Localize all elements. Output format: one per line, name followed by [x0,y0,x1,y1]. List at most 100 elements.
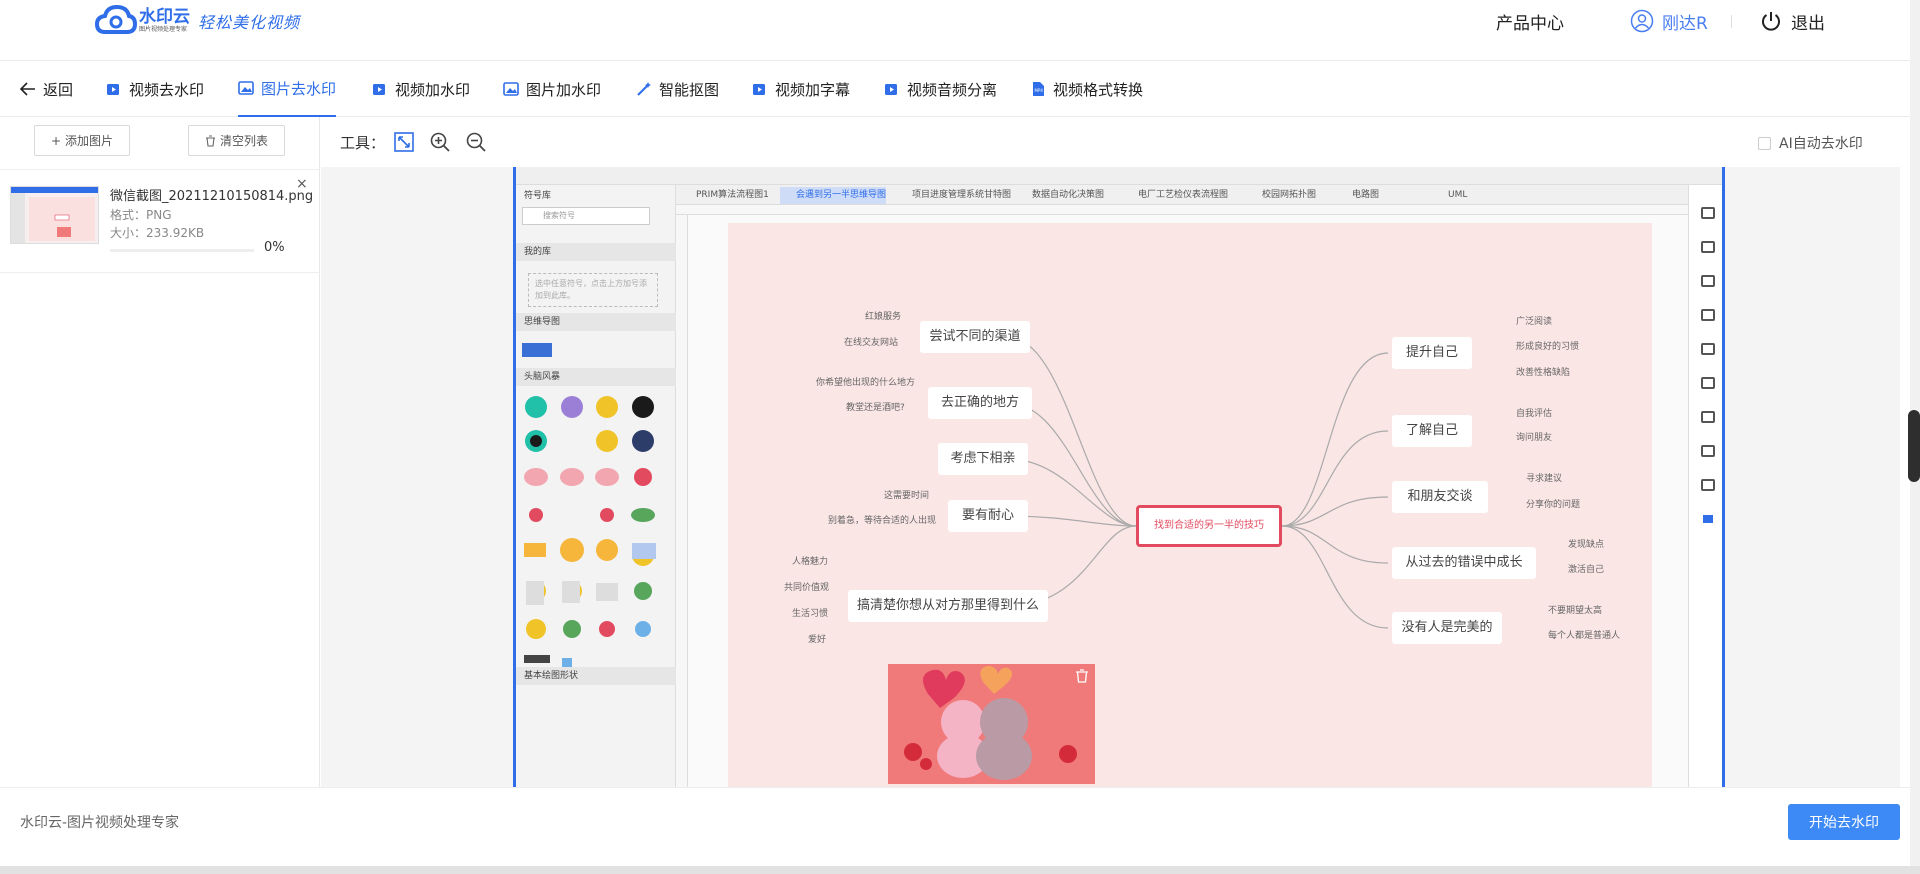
zoom-out-icon[interactable] [465,131,487,153]
mindmap-leaf: 别着急，等待合适的人出现 [828,516,937,526]
brand-name: 水印云 [139,7,190,27]
start-remove-watermark-button[interactable]: 开始去水印 [1788,804,1900,840]
mindmap-leaf: 询问朋友 [1516,433,1553,443]
mindmap-leaf: 寻求建议 [1526,474,1563,484]
arrow-left-icon [20,82,35,96]
tab-image-add-watermark[interactable]: 图片加水印 [503,61,601,117]
tab-video-remove-watermark[interactable]: 视频去水印 [106,61,204,117]
user-menu[interactable]: 刚达R [1630,0,1708,42]
tab-video-audio-split[interactable]: 视频音频分离 [884,61,997,117]
ai-auto-remove-toggle[interactable]: AI自动去水印 [1758,133,1863,153]
video-icon [107,84,119,95]
brand-logo[interactable]: 水印云 图片视频处理专家 轻松美化视频 [95,4,300,38]
nav-label: 视频加字幕 [775,80,851,99]
mindmap-leaf: 红娘服务 [865,312,902,322]
preview-tool-icon [1701,343,1715,355]
preview-symbol-panel: 符号库 搜索符号 我的库 选中任意符号，点击上方加号添加到此库。 思维导图 头脑… [516,185,676,787]
preview-brainstorm-icons [522,393,672,676]
video-icon [885,84,897,95]
back-button[interactable]: 返回 [20,61,73,117]
mindmap-leaf: 生活习惯 [792,609,829,619]
preview-doc-tab: 电厂工艺检仪表流程图 [1138,190,1229,200]
tab-video-add-watermark[interactable]: 视频加水印 [372,61,470,117]
mindmap-leaf: 激活自己 [1568,565,1605,575]
close-icon[interactable]: × [296,176,308,192]
nav-label: 图片去水印 [261,79,337,98]
username: 刚达R [1662,13,1708,34]
tab-image-remove-watermark[interactable]: 图片去水印 [238,61,337,117]
power-icon [1762,12,1780,31]
zoom-in-icon[interactable] [429,131,451,153]
file-size: 大小：233.92KB [110,226,205,240]
trash-icon [205,134,215,147]
mindmap-node: 没有人是完美的 [1392,612,1502,644]
magic-wand-icon [637,82,651,96]
mindmap-node: 了解自己 [1392,415,1472,447]
image-icon [238,81,254,95]
clear-list-button[interactable]: 清空列表 [188,125,285,156]
svg-text:MP4: MP4 [1035,88,1044,93]
mindmap-node: 去正确的地方 [928,387,1032,419]
footer: 水印云-图片视频处理专家 开始去水印 [0,787,1920,874]
divider [1731,15,1732,28]
logout-button[interactable]: 退出 [1760,0,1825,42]
preview-tool-icon [1701,241,1715,253]
brand-slogan: 轻松美化视频 [198,13,301,32]
product-center-link[interactable]: 产品中心 [1496,13,1564,34]
mindmap-node: 提升自己 [1392,337,1472,369]
file-progress-text: 0% [264,240,285,255]
mindmap-node: 要有耐心 [948,500,1028,532]
mindmap-leaf: 在线交友网站 [844,338,899,348]
preview-doc-tab: UML [1448,190,1468,200]
preview-vertical-ruler [676,215,688,787]
preview-search: 搜索符号 [522,207,650,225]
tools-label: 工具： [340,133,386,152]
mindmap-leaf: 每个人都是普通人 [1548,631,1621,641]
mindmap-node: 从过去的错误中成长 [1392,547,1536,579]
preview-section: 头脑风暴 [516,368,676,386]
footer-text: 水印云-图片视频处理专家 [20,815,180,831]
tab-smart-cutout[interactable]: 智能抠图 [636,61,719,117]
preview-tool-icon [1701,479,1715,491]
center-topic: 找到合适的另一半的技巧 [1136,505,1282,547]
scrollbar-thumb[interactable] [1908,410,1920,482]
mindmap-node: 尝试不同的渠道 [920,321,1030,353]
mindmap-leaf: 教堂还是酒吧? [846,403,905,413]
mindmap-leaf: 改善性格缺陷 [1516,368,1571,378]
preview-panel-title: 符号库 [524,191,552,201]
preview-doc-tab: PRIM算法流程图1 [696,190,769,200]
mindmap-leaf: 形成良好的习惯 [1516,342,1580,352]
cloud-logo-icon [95,4,137,34]
file-name: 微信截图_20211210150814.png [110,189,314,204]
horizontal-scrollbar[interactable] [0,866,1920,874]
preview-right-toolbar [1688,185,1722,787]
nav-label: 视频格式转换 [1053,80,1144,99]
mindmap-node: 搞清楚你想从对方那里得到什么 [848,590,1048,622]
preview-image[interactable]: 符号库 搜索符号 我的库 选中任意符号，点击上方加号添加到此库。 思维导图 头脑… [513,167,1725,787]
mindmap-node: 和朋友交谈 [1392,481,1488,513]
preview-toolbar-strip [516,167,1722,185]
delete-selection-icon[interactable] [1074,668,1090,684]
preview-tool-icon [1701,207,1715,219]
preview-doc-tab: 校园网拓扑图 [1262,190,1317,200]
logout-label: 退出 [1791,13,1825,34]
preview-doc-tabs: PRIM算法流程图1 会遇到另一半思维导图 项目进度管理系统甘特图 数据自动化决… [676,185,1688,205]
video-icon [373,84,385,95]
watermark-selection[interactable] [888,664,1095,784]
mindmap-leaf: 广泛阅读 [1516,317,1553,327]
add-image-button[interactable]: + 添加图片 [34,125,130,156]
add-image-label: 添加图片 [65,134,114,148]
preview-section: 基本绘图形状 [516,667,676,685]
fit-to-screen-icon[interactable] [393,131,415,153]
tab-video-format-convert[interactable]: MP4 视频格式转换 [1030,61,1143,117]
tab-video-subtitles[interactable]: 视频加字幕 [752,61,850,117]
file-format: 格式：PNG [110,208,172,222]
ai-auto-checkbox[interactable] [1758,136,1771,150]
file-list-item[interactable]: 微信截图_20211210150814.png 格式：PNG 大小：233.92… [0,169,320,273]
preview-lib-hint: 选中任意符号，点击上方加号添加到此库。 [528,273,658,307]
preview-tool-icon [1701,275,1715,287]
image-icon [503,82,519,96]
mindmap-leaf: 发现缺点 [1568,540,1605,550]
brand-subtitle: 图片视频处理专家 [139,26,188,33]
nav-label: 图片加水印 [526,80,602,99]
